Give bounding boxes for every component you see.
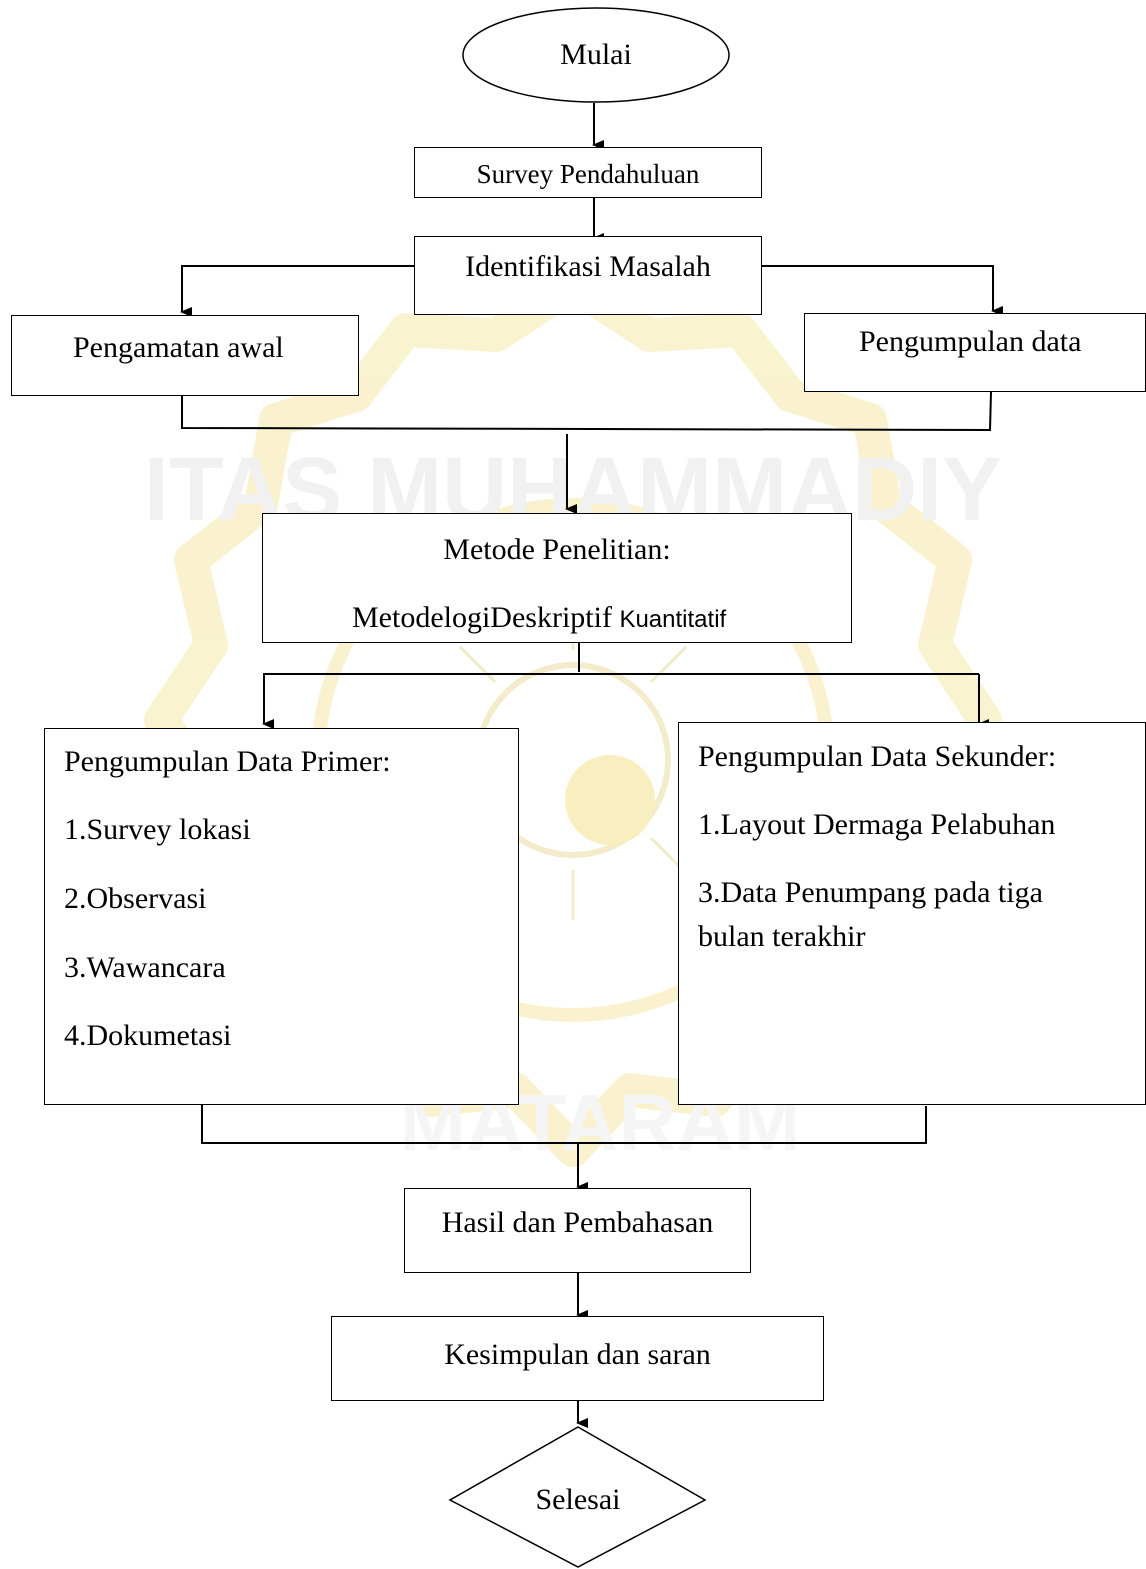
secondary-title: Pengumpulan Data Sekunder: xyxy=(698,740,1057,773)
observation-label: Pengamatan awal xyxy=(73,331,284,364)
arrow-identify-to-collection xyxy=(762,265,1003,316)
secondary-item: bulan terakhir xyxy=(698,920,866,953)
primary-item: 2.Observasi xyxy=(64,882,207,915)
primary-item: 1.Survey lokasi xyxy=(64,813,251,846)
survey-box xyxy=(414,147,762,198)
merge-line-bottom xyxy=(201,1100,927,1144)
secondary-box xyxy=(678,722,1146,1105)
start-terminal xyxy=(462,7,730,103)
merge-line-top xyxy=(181,391,992,432)
primary-item: 4.Dokumetasi xyxy=(64,1019,232,1052)
method-title: Metode Penelitian: xyxy=(443,533,671,566)
primary-item: 3.Wawancara xyxy=(64,951,226,984)
arrow-method-to-primary xyxy=(262,673,979,729)
end-terminal xyxy=(448,1426,707,1568)
results-box xyxy=(404,1188,751,1273)
method-line: MetodelogiDeskriptif Kuantitatif xyxy=(352,603,726,633)
method-text-a: MetodelogiDeskriptif xyxy=(352,601,612,634)
conclusion-label: Kesimpulan dan saran xyxy=(444,1338,711,1371)
arrow-identify-to-observation xyxy=(180,265,414,317)
start-label: Mulai xyxy=(560,38,632,71)
secondary-item: 1.Layout Dermaga Pelabuhan xyxy=(698,808,1056,841)
collection-box xyxy=(804,313,1146,392)
secondary-item: 3.Data Penumpang pada tiga xyxy=(698,876,1043,909)
results-label: Hasil dan Pembahasan xyxy=(441,1206,714,1239)
observation-box xyxy=(11,315,359,396)
identify-box xyxy=(414,236,762,315)
identify-label: Identifikasi Masalah xyxy=(465,250,711,283)
survey-label: Survey Pendahuluan xyxy=(476,159,700,189)
primary-box xyxy=(44,728,519,1105)
collection-label: Pengumpulan data xyxy=(859,325,1082,358)
primary-title: Pengumpulan Data Primer: xyxy=(64,745,391,778)
method-text-b: Kuantitatif xyxy=(619,606,727,633)
conclusion-box xyxy=(331,1316,824,1401)
end-label: Selesai xyxy=(535,1483,621,1516)
method-box xyxy=(262,513,852,643)
